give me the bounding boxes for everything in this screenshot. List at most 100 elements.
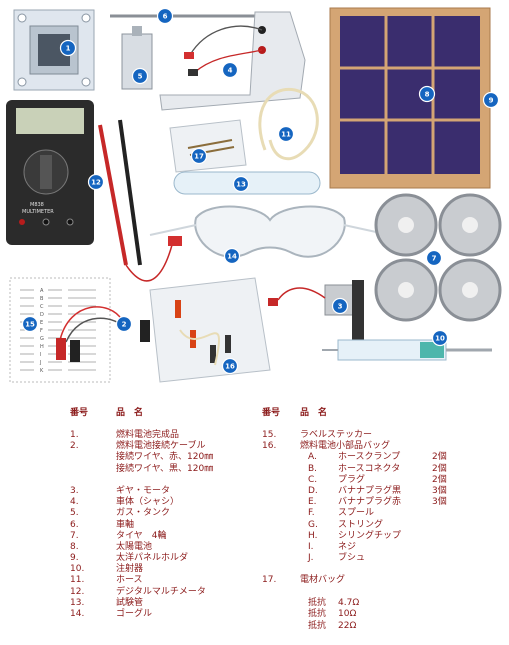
badge-number: 13 bbox=[236, 181, 246, 189]
sheet-row-letter: F bbox=[40, 328, 43, 334]
badge-circle bbox=[87, 173, 105, 191]
item-number: 5. bbox=[70, 508, 79, 519]
item-name: デジタルマルチメータ bbox=[116, 586, 206, 597]
part-badge: 13 bbox=[232, 175, 250, 193]
multimeter-label: MULTIMETER bbox=[22, 209, 54, 215]
wheels-image bbox=[374, 193, 502, 322]
list-item: 1.燃料電池完成品 bbox=[70, 430, 260, 441]
sheet-row-letter: B bbox=[40, 296, 44, 302]
header-number: 番号 bbox=[262, 408, 281, 418]
sheet-row-letter: G bbox=[40, 336, 44, 342]
resistor-item: 抵抗 4.7Ω bbox=[262, 598, 502, 610]
item-letter: A. bbox=[308, 452, 317, 463]
header-number: 番号 bbox=[70, 408, 89, 418]
badge-circle bbox=[425, 249, 443, 267]
fuel-cell-image bbox=[13, 9, 95, 91]
item-number: 11. bbox=[70, 575, 85, 586]
header-name: 品 名 bbox=[300, 408, 328, 418]
badge-circle bbox=[21, 315, 39, 333]
item-number: 1. bbox=[70, 430, 79, 440]
item-name: プラグ bbox=[338, 474, 366, 485]
list-item: 4.車体（シャシ） bbox=[70, 497, 260, 508]
badge-circle bbox=[482, 91, 500, 109]
item-name: 電材バッグ bbox=[300, 575, 346, 586]
badge-number: 11 bbox=[281, 131, 291, 139]
sheet-row-letter: K bbox=[40, 368, 44, 374]
sheet-row-letter: E bbox=[40, 320, 43, 326]
list-item: 14.ゴーグル bbox=[70, 609, 260, 620]
list-item: 7.タイヤ 4輪 bbox=[70, 531, 260, 542]
syringe-image bbox=[322, 339, 492, 361]
badge-number: 16 bbox=[225, 363, 235, 371]
badge-number: 14 bbox=[227, 253, 237, 261]
resistor-value: 4.7Ω bbox=[338, 597, 360, 608]
badge-circle bbox=[221, 357, 239, 375]
item-letter: F. bbox=[308, 508, 315, 519]
badge-number: 9 bbox=[489, 97, 494, 105]
item-name: ホースコネクタ bbox=[338, 463, 401, 474]
item-letter: J. bbox=[308, 553, 314, 564]
part-badge: 4 bbox=[221, 61, 239, 79]
list-item: 13.試験管 bbox=[70, 598, 260, 609]
item-name: バナナプラグ黒 bbox=[338, 485, 402, 496]
part-badge: 15 bbox=[21, 315, 39, 333]
part-badge: 8 bbox=[418, 85, 436, 103]
item-number: 12. bbox=[70, 586, 85, 597]
part-badge: 12 bbox=[87, 173, 105, 191]
sub-list-item: H.シリングチップ bbox=[262, 531, 502, 542]
item-name: 注射器 bbox=[116, 564, 144, 575]
item-name: 燃料電池接続ケーブル bbox=[116, 441, 206, 452]
badge-circle bbox=[190, 147, 208, 165]
list-item: 接続ワイヤ、黒、120㎜ bbox=[70, 464, 260, 475]
item-letter: G. bbox=[308, 519, 318, 530]
badge-circle bbox=[156, 7, 174, 25]
badge-number: 2 bbox=[122, 321, 127, 329]
item-number: 10. bbox=[70, 564, 85, 575]
resistor-value: 22Ω bbox=[338, 620, 357, 631]
resistor-value: 10Ω bbox=[338, 609, 357, 620]
item-name: ホース bbox=[116, 575, 143, 586]
multimeter-image: M838 MULTIMETER bbox=[6, 100, 94, 245]
resistor-label: 抵抗 bbox=[308, 597, 327, 608]
list-header: 番号 品 名 bbox=[262, 408, 502, 430]
solar-panel-image bbox=[329, 7, 491, 189]
item-name: ホースクランプ bbox=[338, 452, 401, 463]
item-number: 6. bbox=[70, 519, 79, 530]
list-item: 接続ワイヤ、赤、120㎜ bbox=[70, 452, 260, 463]
item-quantity: 2個 bbox=[432, 463, 447, 474]
sheet-row-letter: D bbox=[40, 312, 44, 318]
item-letter: I. bbox=[308, 541, 314, 552]
item-number: 13. bbox=[70, 597, 85, 608]
badge-circle bbox=[221, 61, 239, 79]
item-number: 8. bbox=[70, 541, 79, 552]
item-number: 4. bbox=[70, 497, 79, 508]
item-letter: C. bbox=[308, 474, 318, 485]
part-badge: 1 bbox=[59, 39, 77, 57]
item-letter: E. bbox=[308, 497, 317, 508]
sheet-row-letter: A bbox=[40, 288, 44, 294]
item-name: 接続ワイヤ、赤、120㎜ bbox=[116, 452, 214, 463]
item-name: ガス・タンク bbox=[116, 508, 171, 519]
badge-number: 3 bbox=[338, 303, 343, 311]
sub-list-item: F.スプール bbox=[262, 508, 502, 519]
item-number: 9. bbox=[70, 553, 79, 564]
list-item: 12. デジタルマルチメータ bbox=[70, 587, 260, 598]
item-name: ブシュ bbox=[338, 553, 366, 564]
item-name: ラベルステッカー bbox=[300, 430, 373, 440]
chassis-image bbox=[159, 11, 306, 111]
list-item bbox=[70, 475, 260, 486]
part-badge: 10 bbox=[431, 329, 449, 347]
part-badge: 17 bbox=[190, 147, 208, 165]
part-badge: 5 bbox=[131, 67, 149, 85]
item-name: 太陽電池 bbox=[116, 541, 153, 552]
small-parts-bag-image bbox=[149, 277, 271, 383]
